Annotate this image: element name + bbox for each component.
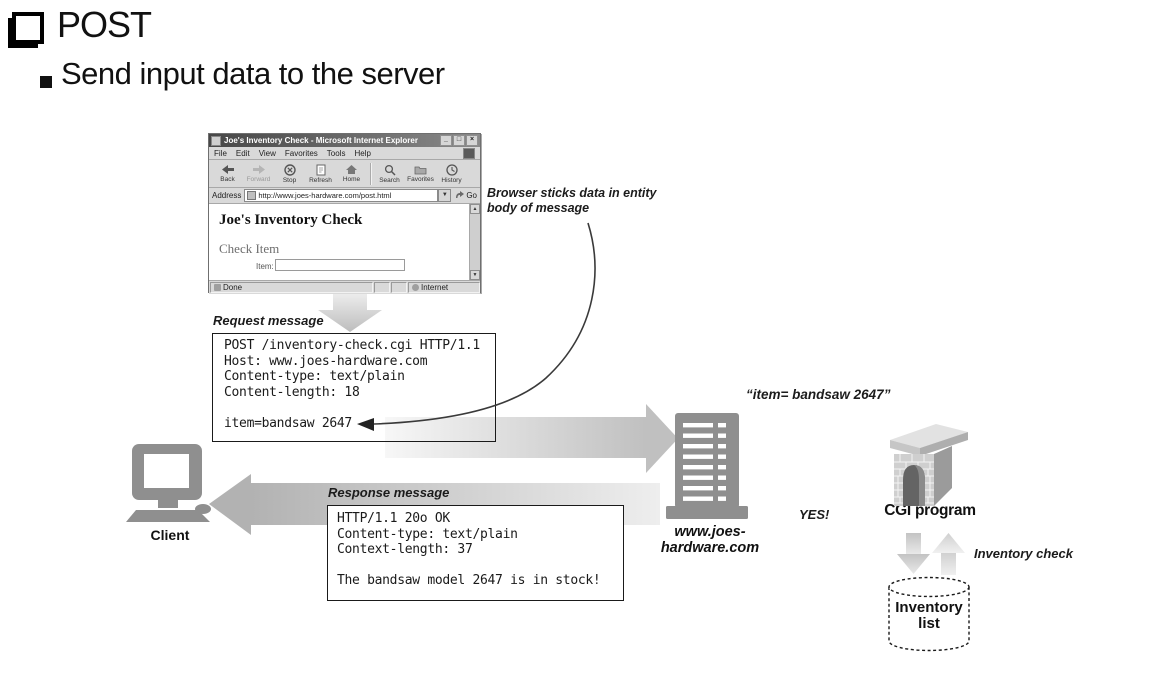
menu-file[interactable]: File (214, 148, 227, 158)
stop-button[interactable]: Stop (274, 161, 305, 186)
response-box (327, 505, 624, 601)
page-heading: Joe's Inventory Check (219, 212, 363, 228)
minimize-icon[interactable]: _ (440, 135, 452, 146)
request-box (212, 333, 496, 442)
favorites-button[interactable]: Favorites (405, 161, 436, 186)
history-icon (445, 163, 458, 176)
scroll-down-icon[interactable]: ▼ (470, 270, 480, 280)
inventory-list-label: Inventory list (895, 599, 963, 632)
item-input[interactable] (275, 259, 405, 271)
window-title: Joe's Inventory Check - Microsoft Intern… (224, 136, 418, 145)
maximize-icon[interactable]: □ (453, 135, 465, 146)
menu-view[interactable]: View (258, 148, 276, 158)
back-button[interactable]: Back (212, 161, 243, 186)
entity-quote-label: “item= bandsaw 2647” (746, 387, 891, 402)
home-icon (346, 165, 357, 174)
close-icon[interactable]: × (466, 135, 478, 146)
request-arrow (385, 404, 678, 473)
inventory-list-icon (888, 576, 970, 652)
menu-edit[interactable]: Edit (235, 148, 250, 158)
cgi-program-icon (890, 424, 968, 506)
page-scrollbar[interactable]: ▲ ▼ (469, 204, 480, 280)
annotation-curve-arrow (357, 222, 596, 431)
menu-tools[interactable]: Tools (326, 148, 346, 158)
slide-title: POST (57, 4, 152, 45)
server-icon (666, 413, 748, 519)
status-pane (391, 282, 407, 293)
menu-favorites[interactable]: Favorites (284, 148, 318, 158)
request-message-label: Request message (213, 313, 324, 328)
annotation-label: Browser sticks data in entity body of me… (487, 186, 657, 215)
history-button[interactable]: History (436, 161, 467, 186)
response-text: HTTP/1.1 20o OK Content-type: text/plain… (337, 511, 601, 588)
address-dropdown-icon[interactable]: ▼ (438, 189, 452, 202)
back-arrow-icon (221, 165, 234, 174)
client-icon (126, 444, 211, 522)
status-done: Done (210, 282, 373, 293)
response-message-label: Response message (328, 485, 450, 500)
cgi-program-label: CGI program (884, 502, 976, 519)
square-bullet-icon (12, 12, 44, 44)
browser-window: Joe's Inventory Check - Microsoft Intern… (208, 133, 481, 294)
sub-bullet-icon (40, 76, 52, 88)
inventory-exchange-arrows (897, 533, 965, 575)
home-button[interactable]: Home (336, 161, 367, 186)
client-label: Client (150, 527, 190, 543)
toolbar-separator (370, 162, 371, 185)
stop-icon (283, 163, 296, 176)
browser-page: Joe's Inventory Check Check Item Item: ▲… (209, 204, 480, 281)
yes-label: YES! (799, 507, 830, 522)
browser-toolbar: Back Forward Stop Refresh Home Search (209, 160, 480, 188)
down-arrow-icon (897, 533, 930, 574)
status-pane (374, 282, 390, 293)
scroll-up-icon[interactable]: ▲ (470, 204, 480, 214)
document-icon (214, 284, 221, 291)
browser-addressbar: Address http://www.joes-hardware.com/pos… (209, 188, 480, 204)
browser-to-request-arrow (318, 294, 382, 332)
address-input[interactable]: http://www.joes-hardware.com/post.html (244, 189, 439, 202)
search-button[interactable]: Search (374, 161, 405, 186)
forward-button[interactable]: Forward (243, 161, 274, 186)
page-subheading: Check Item (219, 241, 280, 256)
forward-arrow-icon (252, 165, 265, 174)
globe-icon (412, 284, 419, 291)
search-icon (384, 164, 396, 176)
status-internet: Internet (408, 282, 480, 293)
server-label: www.joes-hardware.com (660, 524, 760, 556)
browser-titlebar[interactable]: Joe's Inventory Check - Microsoft Intern… (209, 134, 480, 147)
page-favicon-icon (247, 191, 257, 200)
browser-menubar: File Edit View Favorites Tools Help (209, 147, 480, 160)
refresh-button[interactable]: Refresh (305, 161, 336, 186)
browser-statusbar: Done Internet (209, 281, 480, 294)
go-button[interactable]: Go (455, 191, 477, 200)
address-label: Address (212, 191, 242, 200)
inventory-check-label: Inventory check (974, 546, 1073, 561)
go-arrow-icon (456, 191, 465, 198)
request-text: POST /inventory-check.cgi HTTP/1.1 Host:… (224, 338, 480, 431)
favorites-icon (414, 166, 427, 175)
item-field-label: Item: (256, 262, 274, 271)
up-arrow-icon (932, 533, 965, 575)
windows-flag-icon (463, 147, 475, 159)
ie-logo-icon (211, 135, 221, 146)
address-url: http://www.joes-hardware.com/post.html (258, 191, 392, 200)
refresh-icon (316, 164, 325, 175)
slide-subtitle: Send input data to the server (61, 56, 445, 91)
menu-help[interactable]: Help (354, 148, 371, 158)
